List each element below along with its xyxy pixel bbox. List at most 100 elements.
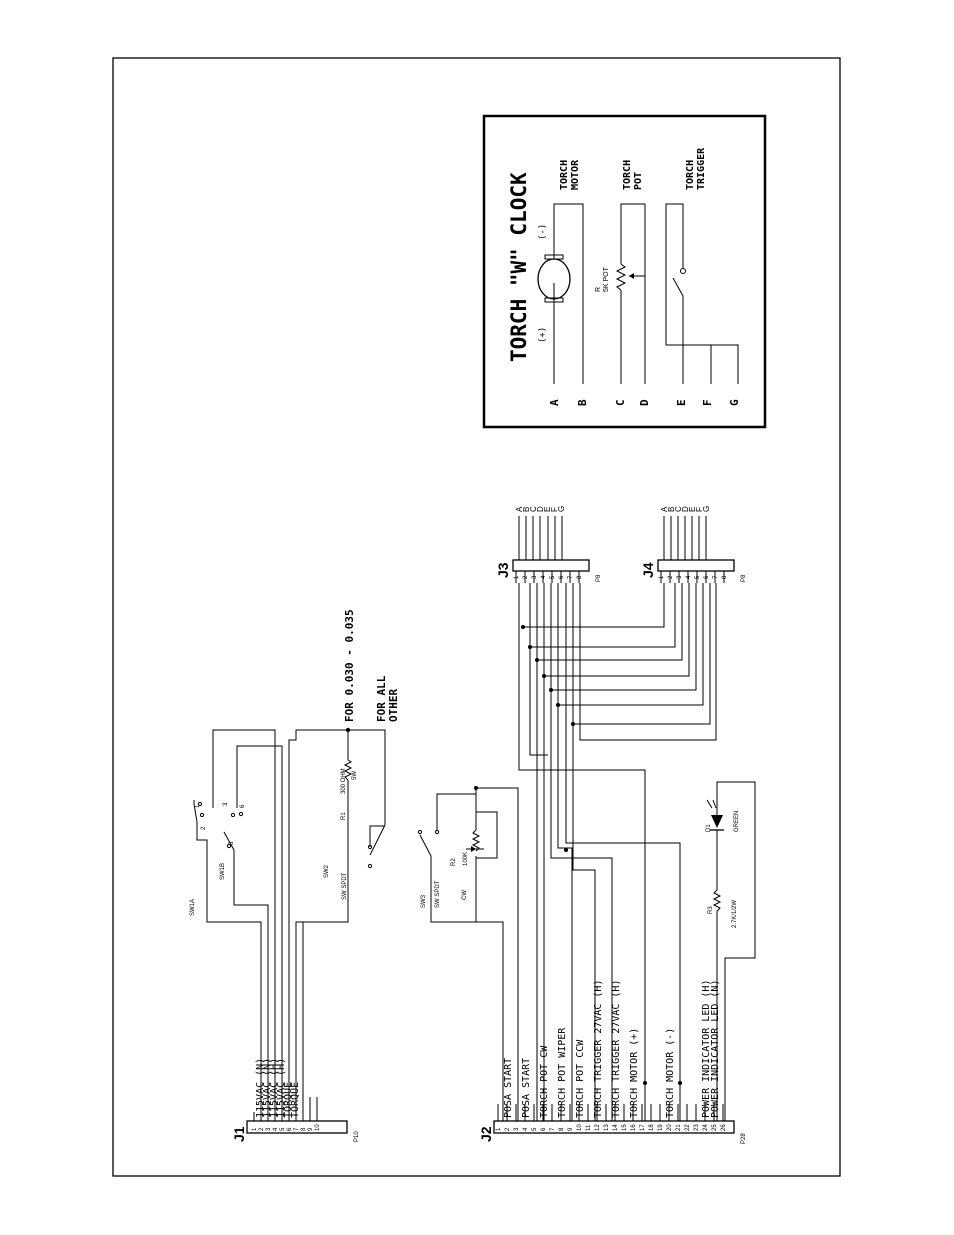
sw3-switch: [419, 834, 432, 857]
j1-pin-number: 6: [287, 1127, 293, 1131]
r2-value: 100K: [463, 852, 469, 866]
j2-pin-number: 23: [694, 1124, 700, 1131]
j2-pin-number: 5: [532, 1127, 538, 1131]
trigger-label-1: TORCH: [685, 160, 696, 190]
j2-pin-number: 19: [658, 1124, 664, 1131]
r1-label: R1: [341, 812, 347, 820]
sw2-label: SW2: [324, 864, 330, 878]
torch-trigger-switch: [672, 277, 684, 297]
torch-w-clock-box: TORCH "W" CLOCK A B C D E F G (+) (-) R …: [482, 114, 767, 429]
j2-pin-number: 14: [613, 1124, 619, 1131]
sw1-term-2: 2: [201, 826, 207, 830]
j1-pin-number: 9: [308, 1127, 314, 1131]
j2-signal-label: POWER INDICATOR LED (H): [701, 980, 712, 1118]
j2-signal-label: TORCH POT CCW: [575, 1039, 586, 1118]
j3-pin-number: 1: [514, 575, 520, 579]
j4-letter: G: [702, 506, 711, 512]
motor-label-1: TORCH: [559, 160, 570, 190]
j4-pin-number: 6: [704, 575, 710, 579]
j2-pin-number: 15: [622, 1124, 628, 1131]
j2-pin-number: 3: [514, 1127, 520, 1131]
j2-j3-j4-wiring: [518, 516, 717, 1121]
j3-pin-number: 2: [523, 575, 529, 579]
cw-label: CW: [462, 890, 468, 900]
j2-signal-label: POSA START: [503, 1058, 514, 1118]
r2-resistor: [471, 829, 481, 852]
j1-pin-number: 1: [252, 1127, 258, 1131]
trigger-label-2: TRIGGER: [696, 147, 707, 190]
j3-pin-number: 8: [577, 575, 583, 579]
j3-pin-number: 6: [559, 575, 565, 579]
j3-letter: B: [522, 507, 531, 512]
j2-signal-label: TORCH MOTOR (-): [665, 1028, 676, 1118]
sw1-term-1: 1: [195, 804, 201, 808]
motor-plus-label: (+): [538, 327, 548, 343]
d1-color: GREEN: [734, 811, 740, 832]
r3-resistor: [712, 889, 722, 912]
r1-watt: 5W: [352, 771, 358, 780]
motor-minus-label: (-): [538, 224, 548, 240]
j4-letter: F: [695, 507, 704, 512]
note-size-range: FOR 0.030 - 0.035: [343, 609, 356, 722]
j4-pin-number: 8: [722, 575, 728, 579]
sw3-r2-circuit: [417, 786, 519, 1121]
j3-letter: C: [529, 506, 538, 512]
j1-pin-number: 2: [259, 1127, 265, 1131]
j2-pin-number: 10: [577, 1124, 583, 1131]
torch-pin-f: F: [701, 399, 714, 406]
torch-box-title: TORCH "W" CLOCK: [507, 172, 531, 362]
j3-letter: D: [536, 506, 545, 512]
d1-led: [711, 815, 723, 828]
j2-pin-number: 6: [541, 1127, 547, 1131]
j2-name: J2: [478, 1126, 494, 1142]
j3-letter: F: [550, 507, 559, 512]
note-all-other-1: FOR ALL: [375, 675, 388, 722]
torch-pot-resistor: [615, 263, 627, 291]
j2-pin-number: 2: [505, 1127, 511, 1131]
j2-pin-number: 26: [721, 1124, 727, 1131]
j1-pin-number: 5: [280, 1127, 286, 1131]
pot-label-1: TORCH: [622, 160, 633, 190]
j2-pin-number: 4: [523, 1127, 529, 1131]
j2-pin-number: 21: [676, 1124, 682, 1131]
r3-value: 2.7K/1/2W: [732, 900, 738, 928]
motor-label-2: MOTOR: [570, 159, 581, 190]
torch-pin-a: A: [548, 399, 561, 406]
j2-pin-number: 18: [649, 1124, 655, 1131]
j1-pin-number: 8: [301, 1127, 307, 1131]
j4-pin-number: 4: [686, 575, 692, 579]
sw1-term-6: 6: [240, 804, 246, 808]
j1-body: [246, 1120, 348, 1134]
sw2-type: SW SPDT: [342, 872, 348, 900]
j2-pin-number: 8: [559, 1127, 565, 1131]
j2-pin-number: 11: [586, 1124, 592, 1131]
j3-pin-number: 7: [568, 575, 574, 579]
torch-pin-d: D: [638, 399, 651, 406]
j2-signal-label: TORCH TRIGGER 27VAC (H): [611, 980, 622, 1118]
j2-signal-label: TORCH POT WIPER: [557, 1027, 568, 1118]
j4-letter: E: [688, 507, 697, 512]
j3-letter: G: [557, 506, 566, 512]
j4-body: [657, 559, 735, 572]
j4-letter: D: [681, 506, 690, 512]
j2-pin-number: 24: [703, 1124, 709, 1131]
j2-pin-number: 22: [685, 1124, 691, 1131]
j4-pin-number: 5: [695, 575, 701, 579]
sw3-type: SW SPDT: [435, 880, 441, 908]
j1-pin-number: 3: [266, 1127, 272, 1131]
sw1-term-5: 5: [229, 841, 235, 845]
j3-letter: E: [543, 507, 552, 512]
j1-pin-number: 10: [315, 1124, 321, 1131]
sw1-term-3: 3: [223, 802, 229, 806]
sw3-label: SW3: [421, 894, 427, 908]
torch-pin-b: B: [576, 399, 589, 406]
r3-label: R3: [708, 906, 714, 914]
j2-signal-label: TORCH MOTOR (+): [629, 1028, 640, 1118]
pot-value-label: 5K POT: [603, 266, 610, 292]
j3-body: [512, 559, 590, 572]
j1-pin-number: 4: [273, 1127, 279, 1131]
j2-pin-number: 20: [667, 1124, 673, 1131]
note-all-other-2: OTHER: [387, 689, 400, 722]
